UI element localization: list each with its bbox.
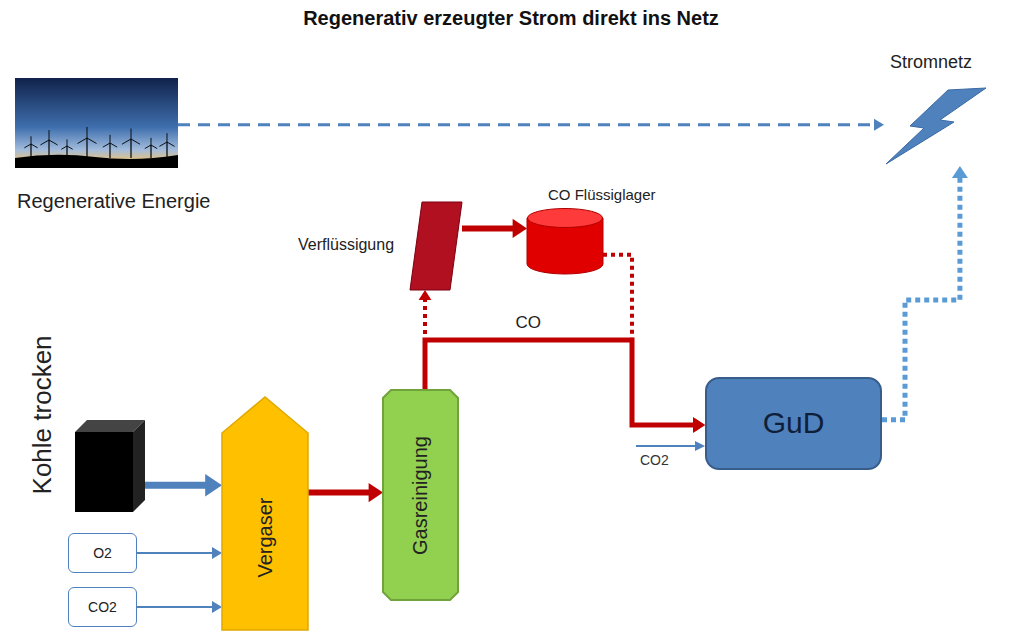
gasifier: Vergaser — [222, 397, 308, 630]
power-grid: Stromnetz — [876, 48, 994, 170]
liquefier-symbol — [410, 202, 462, 290]
connector-line — [882, 177, 960, 420]
turbine-blade — [40, 140, 49, 145]
power-plant-label: GuD — [763, 406, 825, 441]
tank-top — [528, 209, 603, 228]
cube-side — [133, 420, 145, 512]
connector — [137, 601, 222, 613]
connector — [882, 166, 968, 420]
gas-cleaning-shape — [383, 390, 458, 600]
turbine-blade — [145, 145, 151, 149]
gas-cleaning-label: Gasreinigung — [408, 436, 431, 555]
grid-label: Stromnetz — [890, 52, 972, 73]
diagram-title: Regenerativ erzeugter Strom direkt ins N… — [0, 7, 1022, 30]
turbine-blade — [49, 130, 50, 140]
co2-inflow-line — [636, 445, 697, 447]
lightning-bolt — [886, 88, 986, 164]
turbine-blade — [103, 143, 110, 147]
input-label: CO2 — [88, 599, 117, 615]
arrow-head — [205, 474, 222, 496]
arrow-head — [419, 290, 432, 300]
tank-symbol — [527, 208, 603, 274]
gas-input-label: CO2 — [640, 452, 669, 468]
connector — [137, 547, 222, 559]
arrow-head — [369, 483, 383, 502]
coal-label: Kohle trocken — [27, 335, 57, 494]
turbine-pole — [109, 143, 110, 158]
turbine-blade — [151, 145, 157, 149]
connector — [178, 119, 884, 131]
turbine-pole — [48, 140, 49, 158]
turbine-blade — [167, 133, 168, 142]
coal-cube — [75, 420, 145, 512]
grid-symbol — [884, 86, 988, 166]
connector — [425, 340, 705, 433]
cube-front — [75, 432, 133, 512]
turbine-blade — [67, 146, 73, 149]
energy-source: Regenerative Energie — [15, 78, 320, 218]
connector-line — [425, 340, 694, 425]
turbine-pole — [66, 146, 67, 158]
turbine-blade — [31, 136, 32, 144]
input-box: O2 — [68, 533, 137, 573]
connector-line — [137, 552, 213, 554]
connector — [462, 219, 527, 238]
connector-line — [462, 225, 514, 231]
turbine-blade — [61, 146, 67, 149]
connector-line — [137, 606, 213, 608]
turbine-blade — [87, 127, 88, 138]
input-label: O2 — [93, 545, 112, 561]
turbine-blade — [87, 138, 97, 144]
turbine-blade — [67, 139, 68, 146]
gasifier-label: Vergaser — [254, 497, 277, 577]
turbine-blade — [31, 144, 38, 148]
connector-line — [178, 123, 875, 126]
turbine-blade — [131, 139, 140, 144]
liquefier-shape — [410, 202, 462, 290]
turbine-pole — [30, 144, 31, 158]
input-box: CO2 — [68, 587, 137, 627]
gas-cleaning: Gasreinigung — [383, 390, 458, 600]
power-plant-box: GuD — [705, 377, 882, 470]
cube-top — [75, 420, 145, 432]
arrow-head — [874, 119, 884, 131]
turbine-blade — [151, 138, 152, 145]
turbine-pole — [166, 142, 167, 158]
ground — [15, 155, 178, 168]
turbine-blade — [110, 143, 117, 147]
sky — [15, 78, 178, 168]
connector-line — [308, 490, 370, 496]
edge-label: CO — [513, 313, 545, 333]
turbine-pole — [130, 139, 131, 158]
coal-input: Kohle trocken — [22, 300, 147, 515]
source-label: Regenerative Energie — [17, 190, 210, 213]
storage-tank: CO Flüssiglager — [522, 186, 697, 276]
liquefier: Verflüssigung — [296, 202, 464, 292]
turbine-blade — [159, 142, 167, 146]
turbine-blade — [110, 135, 111, 143]
tank-label: CO Flüssiglager — [548, 186, 656, 203]
arrow-head — [212, 601, 222, 613]
connector — [308, 483, 383, 502]
co2-inflow-head — [695, 441, 705, 451]
arrow-head — [513, 219, 527, 238]
wind-farm-image — [15, 78, 178, 168]
turbine-blade — [24, 144, 31, 148]
turbine-blade — [131, 129, 132, 139]
turbine-blade — [49, 140, 58, 145]
connector-line — [145, 482, 206, 489]
turbine-pole — [150, 145, 151, 158]
arrow-head — [212, 547, 222, 559]
arrow-head — [693, 417, 705, 433]
gasifier-shape — [222, 397, 308, 630]
liquefier-label: Verflüssigung — [298, 236, 394, 254]
connector — [145, 474, 222, 496]
arrow-head — [952, 166, 968, 178]
turbine-blade — [167, 142, 175, 146]
turbine-blade — [122, 139, 131, 144]
turbine-pole — [86, 138, 87, 158]
turbine-blade — [77, 138, 87, 144]
connector — [603, 255, 705, 432]
